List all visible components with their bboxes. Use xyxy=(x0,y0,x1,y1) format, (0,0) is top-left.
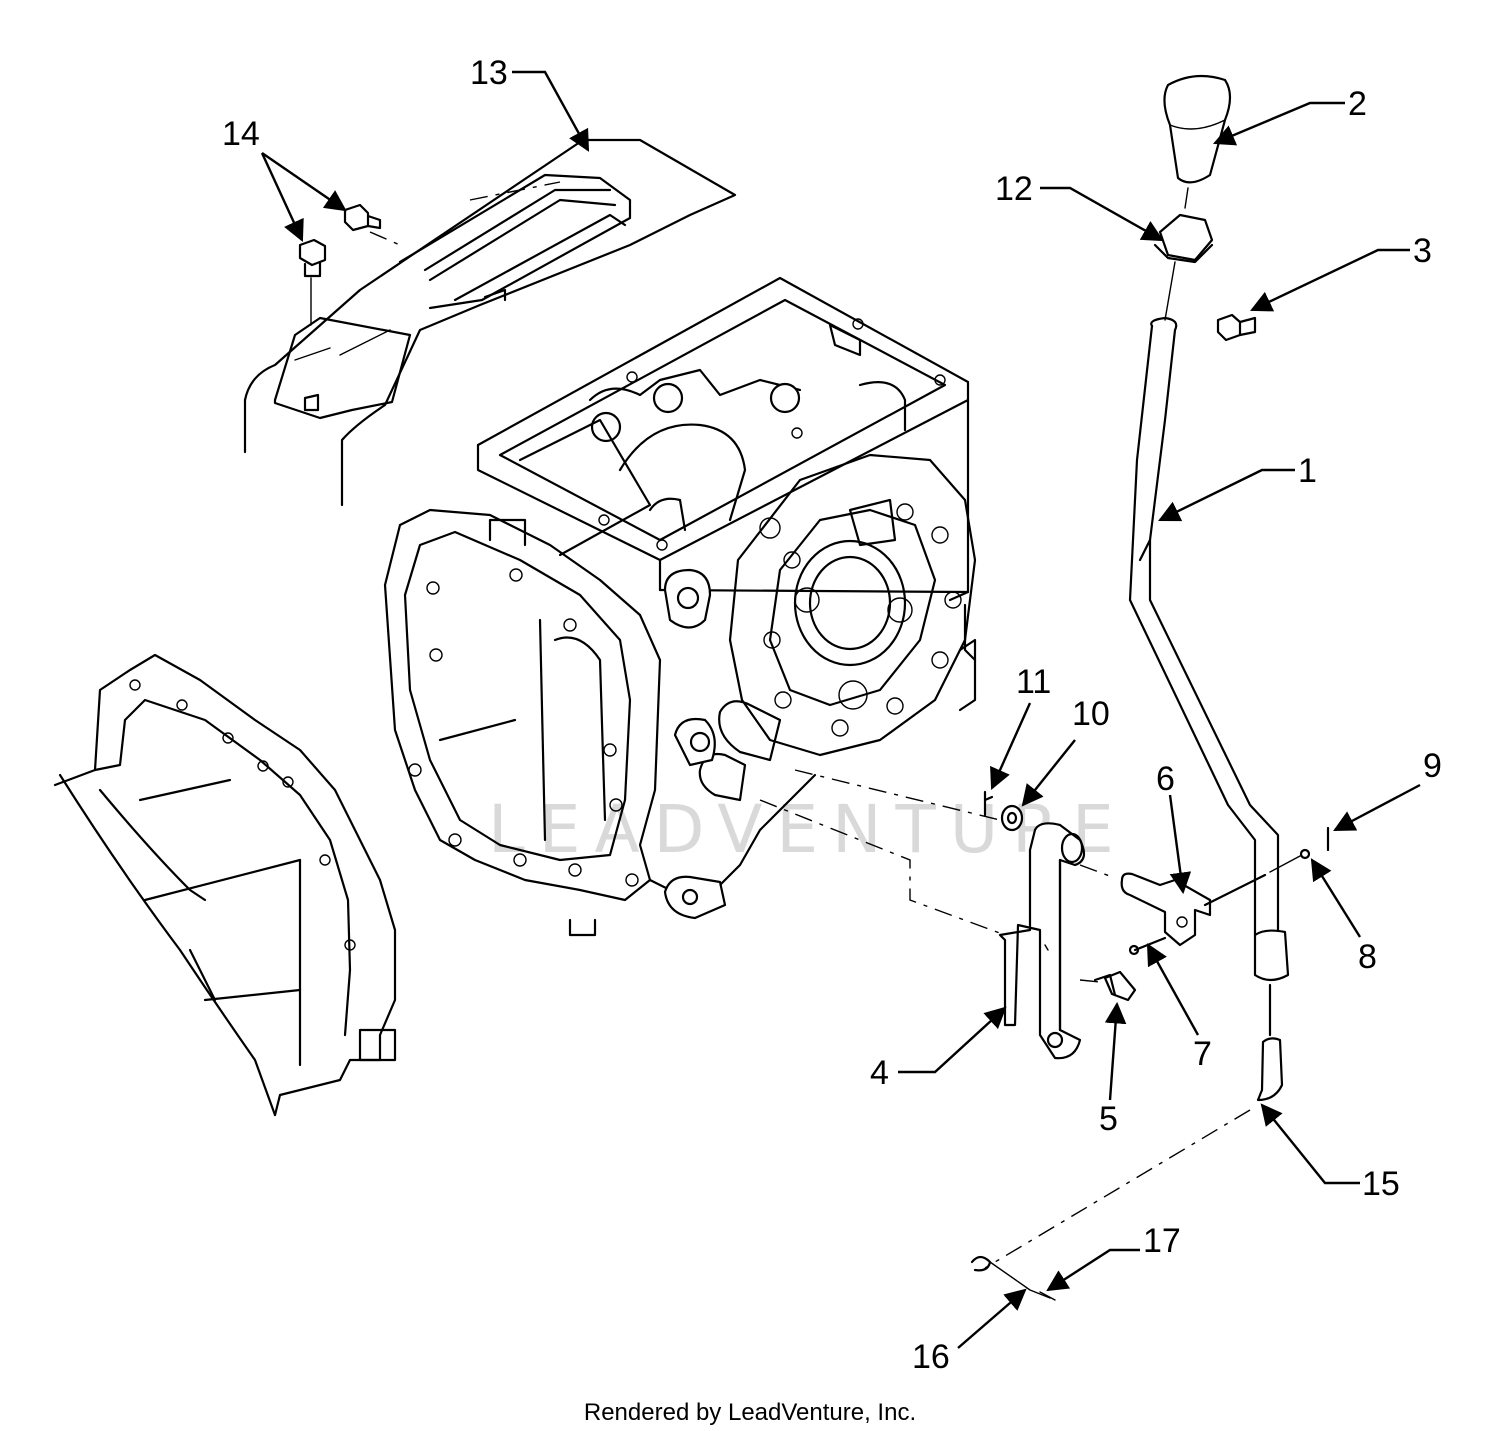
part-1-shift-lever xyxy=(984,74,1290,1269)
callout-4: 4 xyxy=(870,1054,889,1092)
part-14-bolts xyxy=(298,203,382,326)
callout-9: 9 xyxy=(1423,747,1442,785)
callout-5: 5 xyxy=(1099,1100,1118,1138)
transmission-housing xyxy=(383,276,977,937)
callout-15: 15 xyxy=(1362,1165,1400,1203)
callout-10: 10 xyxy=(1072,695,1110,733)
callout-6: 6 xyxy=(1156,760,1175,798)
callout-labels: 1 2 3 4 5 6 7 8 9 10 11 12 13 14 15 16 1… xyxy=(222,54,1442,1376)
callout-leaders xyxy=(260,70,1421,1349)
footer-credit: Rendered by LeadVenture, Inc. xyxy=(584,1399,916,1426)
callout-13: 13 xyxy=(470,54,508,92)
callout-17: 17 xyxy=(1143,1222,1181,1260)
callout-1: 1 xyxy=(1298,452,1317,490)
part-13-cover-plate xyxy=(243,138,737,507)
callout-2: 2 xyxy=(1348,85,1367,123)
callout-11: 11 xyxy=(1016,663,1051,701)
callout-16: 16 xyxy=(912,1338,950,1376)
parts-16-17-clip-pin xyxy=(970,1255,1056,1301)
callout-7: 7 xyxy=(1193,1035,1212,1073)
callout-14: 14 xyxy=(222,115,260,153)
callout-12: 12 xyxy=(995,170,1033,208)
callout-8: 8 xyxy=(1358,938,1377,976)
bell-housing xyxy=(53,653,397,1117)
callout-3: 3 xyxy=(1413,232,1432,270)
